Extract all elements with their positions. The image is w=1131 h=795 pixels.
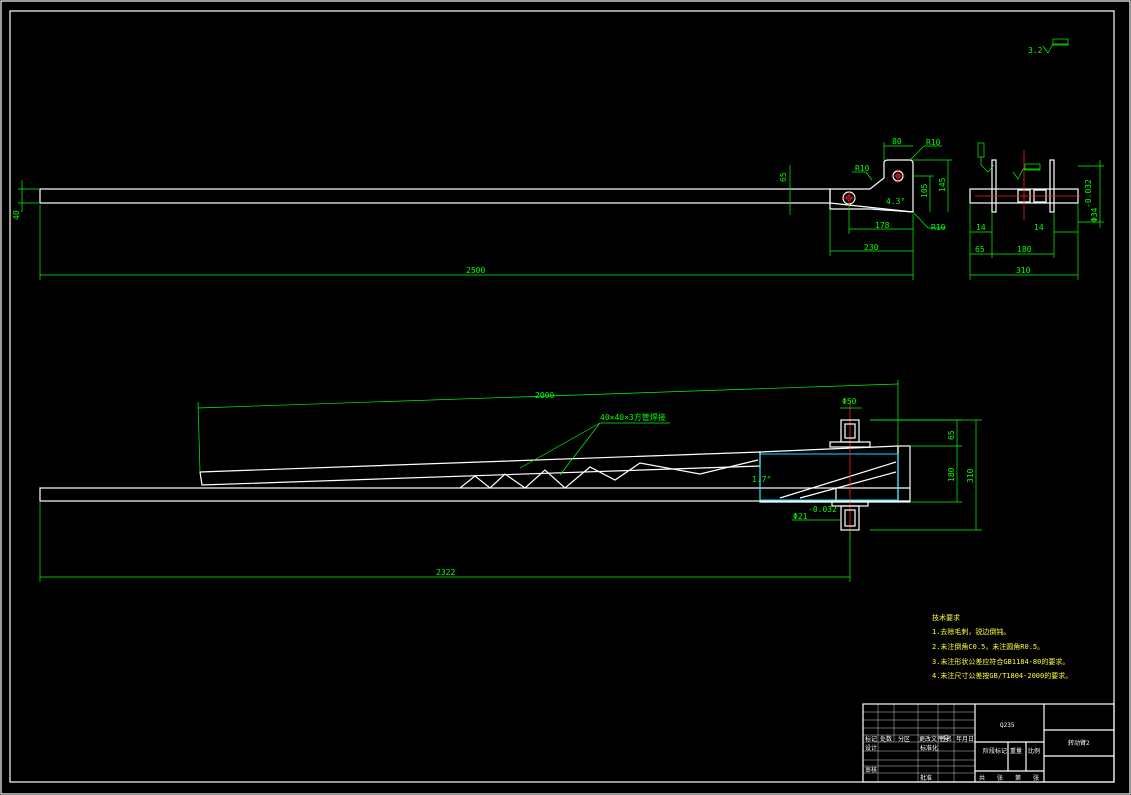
tb-zone: 分区	[898, 735, 910, 743]
front-view: 2000 40×40×3方管焊接 Φ50 65 180 310 1.7° Φ21…	[39, 380, 982, 582]
front-tolerance: -0.032	[808, 505, 837, 514]
tb-mark: 标记	[865, 735, 877, 743]
tb-designer: 设计	[865, 744, 877, 752]
side-dim-65: 65	[975, 245, 985, 254]
tb-scale: 比例	[1028, 747, 1040, 755]
side-dim-310: 310	[1016, 266, 1031, 275]
dim-40: 40	[12, 210, 21, 220]
front-dim-65: 65	[947, 430, 956, 440]
inner-drawing-frame	[9, 10, 1115, 783]
front-pin-dia: Φ50	[842, 397, 857, 406]
dim-105: 105	[920, 183, 929, 198]
roughness-symbol-top: 3.2	[1028, 38, 1069, 55]
side-dim-14-left: 14	[976, 223, 986, 232]
weld-callout: 40×40×3方管焊接	[600, 412, 666, 422]
tech-item-1: 1.去除毛刺，锐边倒钝。	[932, 627, 1010, 636]
tb-sign: 签名	[940, 735, 952, 743]
side-dim-180: 180	[1017, 245, 1032, 254]
tb-change: 更改文件号	[919, 735, 949, 743]
tb-material: Q235	[1000, 722, 1015, 729]
tb-sheet-unit-2: 张	[1033, 774, 1039, 782]
title-block: 标记 处数 分区 更改文件号 签名 年月日 设计 标准化 审核 批准 Q235 …	[862, 703, 1115, 783]
tb-sheet-total: 共	[979, 774, 985, 782]
side-right-plate	[1049, 159, 1055, 213]
dim-2000: 2000	[535, 391, 554, 400]
angle-top: 4.3°	[886, 197, 905, 206]
radius-bottom: R10	[931, 223, 946, 232]
roughness-symbol-side	[1012, 168, 1040, 180]
dim-178: 178	[875, 221, 890, 230]
front-dim-310: 310	[966, 468, 975, 483]
dim-2322: 2322	[436, 568, 455, 577]
tech-title: 技术要求	[932, 613, 960, 622]
front-base-bar	[39, 487, 837, 502]
top-bar	[39, 188, 831, 204]
tech-item-4: 4.未注尺寸公差按GB/T1804-2000的要求。	[932, 671, 1072, 680]
side-tolerance: -0.032	[1084, 179, 1093, 208]
tb-approve: 批准	[920, 774, 932, 782]
radius-left: R10	[855, 164, 870, 173]
tb-sheet-unit: 张	[997, 774, 1003, 782]
front-angle: 1.7°	[752, 475, 771, 484]
tb-count: 处数	[880, 735, 892, 743]
front-shaft-dia: Φ21	[793, 512, 808, 521]
tech-requirements: 技术要求 1.去除毛刺，锐边倒钝。 2.未注倒角C0.5，未注圆角R0.5。 3…	[932, 613, 1072, 680]
tb-standard: 标准化	[920, 744, 938, 752]
dim-230: 230	[864, 243, 879, 252]
tb-reviewer: 审核	[865, 766, 877, 774]
dim-145: 145	[938, 177, 947, 192]
front-truss	[459, 459, 759, 489]
dim-2500: 2500	[466, 266, 485, 275]
side-left-plate	[991, 159, 997, 213]
tb-weight: 重量	[1010, 747, 1022, 755]
tb-sheet-no: 第	[1015, 774, 1021, 782]
tb-stage: 阶段标记	[983, 747, 1007, 755]
side-view: 14 14 65 180 310 Φ34 -0.032	[969, 142, 1104, 280]
tb-part-name: 转动臂2	[1068, 739, 1090, 747]
tb-date: 年月日	[956, 735, 974, 743]
roughness-value: 3.2	[1028, 46, 1043, 55]
tech-item-3: 3.未注形状公差应符合GB1184-80的要求。	[932, 657, 1069, 666]
side-shaft-dia: Φ34	[1090, 207, 1099, 222]
dim-65-top: 65	[779, 172, 788, 182]
top-view: 2500 40 65 80 R10 R10 R10 105 145 4.3°	[12, 137, 952, 280]
front-dim-180: 180	[947, 467, 956, 482]
dim-80: 80	[892, 137, 902, 146]
tech-item-2: 2.未注倒角C0.5，未注圆角R0.5。	[932, 642, 1044, 651]
side-dim-14-right: 14	[1034, 223, 1044, 232]
radius-top: R10	[926, 138, 941, 147]
